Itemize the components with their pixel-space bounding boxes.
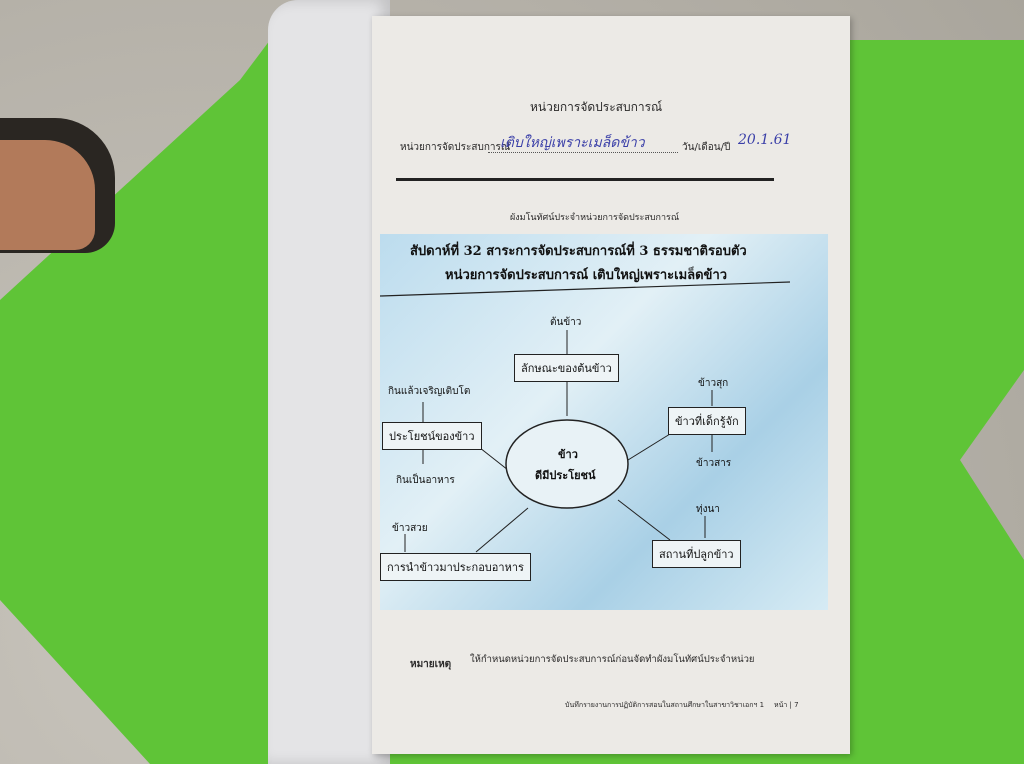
- date-value-handwritten: 20.1.61: [738, 132, 792, 148]
- leaf-bottom-left: ข้าวสวย: [392, 523, 428, 534]
- center-label-1: ข้าว: [558, 448, 578, 461]
- unit-value-handwritten: เติบใหญ่เพราะเมล็ดข้าว: [500, 135, 645, 151]
- leaf-top: ต้นข้าว: [550, 317, 582, 328]
- box-top: ลักษณะของต้นข้าว: [514, 354, 619, 382]
- box-left: ประโยชน์ของข้าว: [382, 422, 482, 450]
- center-label-2: ดีมีประโยชน์: [535, 469, 596, 482]
- box-bottom-right: สถานที่ปลูกข้าว: [652, 540, 741, 568]
- page-title: หน่วยการจัดประสบการณ์: [530, 100, 663, 114]
- note-text: ให้กำหนดหน่วยการจัดประสบการณ์ก่อนจัดทำผั…: [470, 654, 755, 665]
- curled-page: [268, 0, 390, 764]
- unit-dotted-line: [488, 152, 678, 153]
- subtitle: ผังมโนทัศน์ประจำหน่วยการจัดประสบการณ์: [510, 213, 680, 223]
- unit-label: หน่วยการจัดประสบการณ์: [400, 142, 511, 153]
- box-bottom-left: การนำข้าวมาประกอบอาหาร: [380, 553, 531, 581]
- date-label: วัน/เดือน/ปี: [682, 142, 731, 153]
- concept-map-lines: [380, 281, 791, 553]
- leaf-left-top: กินแล้วเจริญเติบโต: [388, 386, 471, 397]
- foot: [0, 140, 95, 250]
- leaf-left-bottom: กินเป็นอาหาร: [396, 475, 455, 486]
- note-label: หมายเหตุ: [410, 659, 452, 670]
- figure-line-2: หน่วยการจัดประสบการณ์ เติบใหญ่เพราะเมล็ด…: [445, 268, 728, 283]
- footer-text: บันทึกรายงานการปฏิบัติการสอนในสถานศึกษาใ…: [565, 701, 765, 709]
- figure-line-1: สัปดาห์ที่ 32 สาระการจัดประสบการณ์ที่ 3 …: [410, 244, 747, 259]
- box-right: ข้าวที่เด็กรู้จัก: [668, 407, 746, 435]
- leaf-bottom-right: ทุ่งนา: [696, 504, 720, 515]
- leaf-right-bottom: ข้าวสาร: [696, 458, 732, 469]
- divider: [396, 178, 774, 181]
- leaf-right-top: ข้าวสุก: [698, 378, 729, 389]
- page-number: หน้า | 7: [774, 701, 799, 709]
